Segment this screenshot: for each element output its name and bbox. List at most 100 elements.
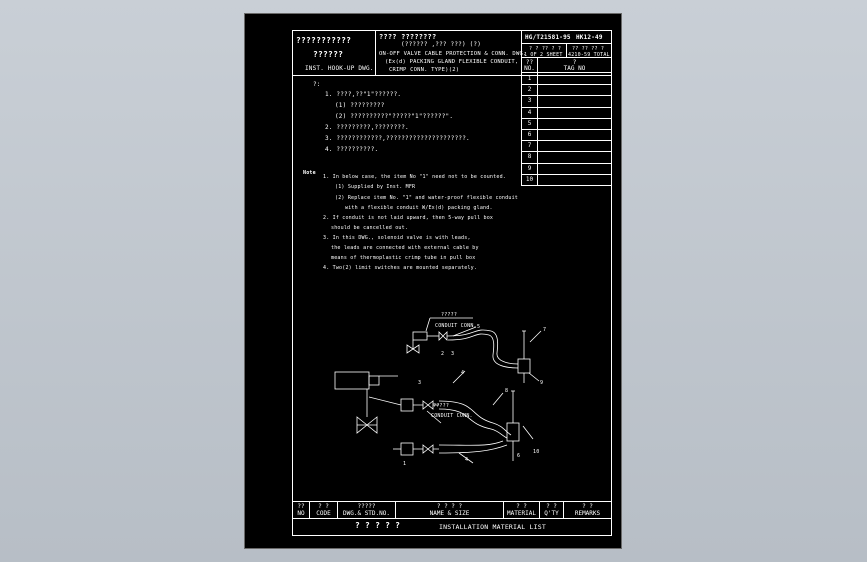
- bom-col-4: [503, 501, 504, 518]
- lower-conduit-assembly: [368, 370, 534, 464]
- title-left-cn-2: ??????: [313, 50, 344, 59]
- title-mid-en-1: ON-OFF VALVE CABLE PROTECTION & CONN. DW…: [379, 51, 527, 57]
- tag-row-number: 8: [527, 153, 532, 161]
- drawing-sheet: ??????????? ?????? INST. HOOK-UP DWG. ??…: [244, 13, 622, 549]
- tag-row-number: 9: [527, 164, 532, 172]
- note-cn-2: 2. ?????????,????????.: [325, 124, 409, 131]
- bom-material-cn: ? ?: [516, 503, 527, 510]
- title-block-bottom-line: [293, 75, 611, 76]
- callout-4: 4: [461, 370, 465, 376]
- bom-col-3: [395, 501, 396, 518]
- upper-valve-body: [406, 344, 420, 354]
- diagram-top-label-en: CONDUIT CONN.: [435, 323, 477, 329]
- bom-name-cn: ? ? ? ?: [436, 503, 463, 510]
- total-header-en: 4210-59 TOTAL: [568, 52, 610, 58]
- callout-5: 5: [477, 324, 481, 330]
- callout-8: 8: [505, 388, 509, 394]
- sheet-header-en: 1 OF 2 SHEET: [524, 52, 563, 58]
- bom-qty-cn: ? ?: [546, 503, 557, 510]
- bom-bottom-line: [293, 518, 611, 519]
- tag-row-line: [521, 162, 611, 164]
- tag-row-number: 4: [527, 108, 532, 116]
- tag-row-line: [521, 117, 611, 119]
- tag-no-header-en: NO.: [524, 65, 535, 72]
- upper-conduit-assembly: [406, 317, 542, 383]
- tag-row-line: [521, 84, 611, 86]
- tag-row-line: [521, 95, 611, 97]
- drawing-frame: ??????????? ?????? INST. HOOK-UP DWG. ??…: [292, 30, 612, 536]
- bom-name-en: NAME & SIZE: [429, 510, 470, 517]
- tag-header-en: TAG NO: [563, 65, 586, 72]
- note-en-3b: the leads are connected with external ca…: [331, 245, 479, 251]
- sheet-divider: [566, 43, 567, 57]
- hookup-diagram: [334, 317, 542, 464]
- left-actuator: [334, 371, 380, 434]
- note-en-1: 1. In below case, the item No "1" need n…: [323, 174, 506, 180]
- bom-remarks-en: REMARKS: [574, 510, 601, 517]
- upper-valve-actuator: [412, 331, 428, 341]
- callout-7: 7: [543, 327, 547, 333]
- bom-col-1: [309, 501, 310, 518]
- tag-row-number: 2: [527, 86, 532, 94]
- callout-2: 2: [441, 351, 445, 357]
- sheet-row-line: [521, 57, 611, 58]
- tag-row-line: [521, 129, 611, 130]
- bom-remarks-cn: ? ?: [582, 503, 593, 510]
- footer-title-cn: ? ? ? ? ?: [355, 521, 401, 530]
- diagram-mid-label-en: CONDUIT CONN.: [431, 413, 473, 419]
- title-left-en: INST. HOOK-UP DWG.: [305, 65, 374, 72]
- tag-table-header-line: [521, 72, 611, 73]
- bom-col-5: [539, 501, 540, 518]
- footer-title-en: INSTALLATION MATERIAL LIST: [439, 523, 546, 531]
- note-cn-3: 3. ????????????,?????????????????????.: [325, 135, 470, 142]
- bom-code-en: CODE: [316, 510, 331, 517]
- note-en-2: 2. If conduit is not laid upward, then 5…: [323, 215, 494, 221]
- diagram-top-label-cn: ?????: [441, 312, 458, 318]
- tag-row-number: 1: [527, 75, 532, 82]
- note-cn-head: ?:: [313, 81, 321, 88]
- note-en-1b: (2) Replace item No. "1" and water-proof…: [335, 195, 518, 201]
- note-cn-1a: (1) ?????????: [335, 102, 385, 109]
- tag-row-line: [521, 106, 611, 108]
- total-header-cn: ?? ?? ?? ?: [572, 46, 605, 52]
- title-divider-2: [521, 31, 522, 185]
- bom-material-en: MATERIAL: [507, 510, 536, 517]
- tag-row-line: [521, 185, 611, 186]
- callout-3: 3: [451, 351, 455, 357]
- note-en-1a: (1) Supplied by Inst. MFR: [335, 184, 416, 190]
- title-mid-cn-2: (?????? ,??? ???) (?): [401, 41, 482, 48]
- note-en-3: 3. In this DWG., solenoid valve is with …: [323, 235, 471, 241]
- doc-number: HG/T21581-95: [525, 34, 571, 41]
- callout-4b: 4: [465, 457, 469, 463]
- note-cn-4: 4. ??????????.: [325, 146, 379, 153]
- title-mid-cn: ???? ????????: [379, 33, 437, 41]
- tag-row-number: 3: [527, 97, 532, 105]
- note-en-4: 4. Two(2) limit switches are mounted sep…: [323, 265, 478, 271]
- title-mid-en-2: (Ex(d) PACKING GLAND FLEXIBLE CONDUIT,: [385, 59, 519, 65]
- title-mid-en-3: CRIMP CONN. TYPE)(2): [389, 67, 460, 73]
- callout-1: 1: [403, 461, 407, 467]
- tag-row-line: [521, 151, 611, 153]
- bom-dwg-en: DWG.& STD.NO.: [343, 510, 390, 517]
- note-en-3c: means of thermoplastic crimp tube in pul…: [331, 255, 476, 261]
- tag-row-number: 5: [527, 119, 532, 127]
- tag-row-line: [521, 140, 611, 142]
- bom-code-cn: ? ?: [318, 503, 329, 510]
- lower-pull-box: [506, 422, 520, 442]
- sheet-header-cn: ? ? ?? ? ?: [529, 46, 562, 52]
- note-en-head: Note: [303, 170, 316, 176]
- bom-no-en: NO: [297, 510, 305, 517]
- tag-row-number: 6: [527, 131, 532, 138]
- title-left-cn: ???????????: [296, 36, 352, 45]
- bom-dwg-cn: ?????: [357, 503, 376, 510]
- callout-3b: 3: [418, 380, 422, 386]
- callout-9: 9: [540, 380, 544, 386]
- tag-header-cn: ?: [572, 59, 577, 66]
- note-cn-1b: (2) ??????????"?????"1"??????".: [335, 113, 454, 120]
- title-divider-1: [375, 31, 376, 75]
- callout-10: 10: [533, 449, 540, 455]
- bom-qty-en: Q'TY: [544, 510, 559, 517]
- sheet-number: HK12-49: [576, 34, 603, 41]
- bom-no-cn: ??: [297, 503, 305, 510]
- bom-col-6: [563, 501, 564, 518]
